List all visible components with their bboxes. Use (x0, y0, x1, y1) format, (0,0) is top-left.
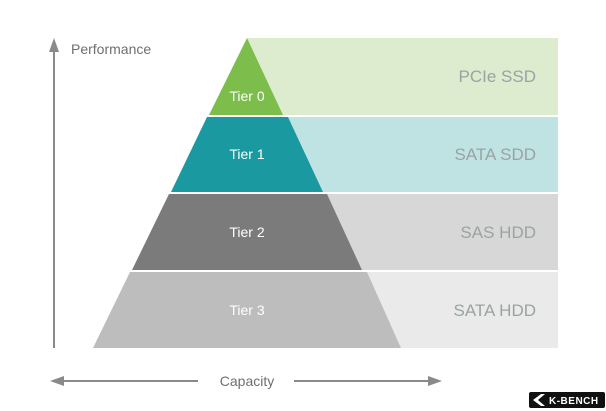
tier-2-technology: SAS HDD (460, 223, 536, 242)
pyramid-tier-0 (209, 38, 283, 115)
pyramid-tier-2 (132, 194, 362, 270)
kbench-logo: K-BENCH (529, 392, 605, 408)
logo-text: K-BENCH (549, 396, 599, 407)
tier-0-label: Tier 0 (229, 88, 264, 104)
tier-0-technology: PCIe SSD (459, 67, 536, 86)
band-tier-2 (327, 194, 558, 270)
band-tier-3 (367, 272, 558, 348)
chevron-left-icon (533, 394, 545, 406)
pyramid-tier-1 (171, 117, 323, 192)
tier-1-label: Tier 1 (229, 146, 264, 162)
capacity-axis (50, 376, 442, 386)
band-tier-1 (288, 117, 558, 192)
performance-axis (49, 38, 59, 348)
performance-axis-label: Performance (71, 41, 151, 57)
tier-3-technology: SATA HDD (454, 301, 537, 320)
tier-1-technology: SATA SDD (454, 145, 536, 164)
tier-3-label: Tier 3 (229, 302, 264, 318)
capacity-axis-label: Capacity (220, 373, 274, 389)
pyramid-tier-3 (93, 272, 401, 348)
tier-2-label: Tier 2 (229, 224, 264, 240)
band-tier-0 (247, 38, 558, 115)
